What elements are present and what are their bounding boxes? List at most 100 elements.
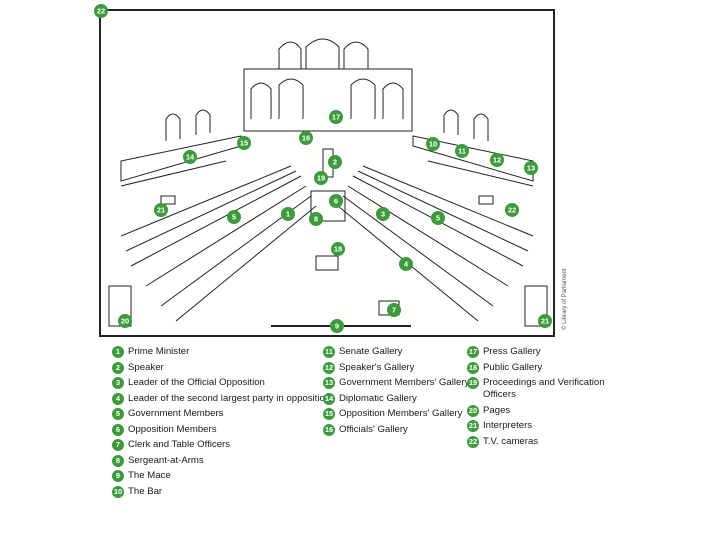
diagram-marker: 7 bbox=[387, 303, 401, 317]
legend-label: Prime Minister bbox=[128, 346, 190, 357]
arch-window-4 bbox=[382, 82, 404, 119]
diagram-marker: 9 bbox=[330, 319, 344, 333]
legend-label: Press Gallery bbox=[483, 346, 541, 357]
legend-number-badge: 7 bbox=[112, 439, 124, 451]
legend-item: 4 Leader of the second largest party in o… bbox=[112, 392, 331, 405]
gothic-arch-right bbox=[343, 41, 369, 69]
marker-number: 10 bbox=[429, 140, 437, 149]
legend-number-badge: 18 bbox=[467, 361, 479, 374]
diagram-marker: 5 bbox=[227, 210, 241, 224]
legend-number-badge: 21 bbox=[467, 420, 479, 433]
legend-label: The Bar bbox=[128, 485, 163, 497]
legend-label: Leader of the Official Opposition bbox=[128, 377, 265, 388]
diagram-marker: 10 bbox=[426, 137, 440, 151]
diagram-marker: 17 bbox=[329, 110, 343, 124]
marker-number: 7 bbox=[392, 306, 396, 315]
diagram-marker: 14 bbox=[183, 150, 197, 164]
marker-number: 1 bbox=[286, 210, 290, 219]
legend-label: Interpreters bbox=[483, 420, 533, 432]
tv-camera-right bbox=[478, 195, 494, 205]
marker-circle bbox=[376, 207, 390, 221]
legend-label: Government Members' Gallery bbox=[339, 377, 470, 388]
marker-circle bbox=[426, 137, 440, 151]
legend-item: 13 Government Members' Gallery bbox=[323, 377, 474, 389]
legend-label: Speaker's Gallery bbox=[339, 361, 415, 373]
arch-window-1 bbox=[250, 82, 272, 119]
left-gallery-rail bbox=[120, 135, 242, 182]
diagram-marker: 11 bbox=[455, 144, 469, 158]
legend-number-badge: 20 bbox=[467, 404, 479, 417]
marker-circle bbox=[118, 314, 132, 328]
marker-number: 8 bbox=[314, 215, 318, 224]
marker-circle bbox=[387, 303, 401, 317]
marker-number: 21 bbox=[541, 317, 549, 326]
legend-number-badge: 19 bbox=[467, 377, 479, 389]
marker-number: 17 bbox=[332, 113, 340, 122]
legend-label: Leader of the second largest party in op… bbox=[128, 392, 331, 404]
legend-label: Government Members bbox=[128, 408, 224, 419]
legend-label: Public Gallery bbox=[483, 361, 543, 373]
legend-number-badge: 22 bbox=[467, 435, 479, 448]
arch-window-2 bbox=[278, 78, 304, 119]
proceedings-desk bbox=[315, 255, 339, 271]
legend-label: Senate Gallery bbox=[339, 346, 403, 357]
public-gallery-wall bbox=[243, 68, 413, 132]
right-gallery-rail bbox=[412, 135, 534, 182]
legend-label: The Mace bbox=[128, 470, 171, 481]
marker-number: 5 bbox=[232, 213, 236, 222]
legend-number-badge: 3 bbox=[112, 377, 124, 389]
legend-item: 1 Prime Minister bbox=[112, 346, 330, 358]
diagram-marker: 1 bbox=[281, 207, 295, 221]
marker-circle bbox=[154, 203, 168, 217]
marker-number: 5 bbox=[436, 214, 440, 223]
marker-number: 22 bbox=[97, 7, 105, 16]
marker-number: 20 bbox=[121, 317, 129, 326]
diagram-marker: 12 bbox=[490, 153, 504, 167]
legend-number-badge: 13 bbox=[323, 377, 335, 389]
marker-circle bbox=[227, 210, 241, 224]
legend-item: 5 Government Members bbox=[112, 408, 330, 420]
arch-window-3 bbox=[350, 78, 376, 119]
marker-circle bbox=[331, 242, 345, 256]
marker-circle bbox=[314, 171, 328, 185]
marker-circle bbox=[94, 4, 108, 18]
marker-number: 12 bbox=[493, 156, 501, 165]
diagram-marker: 8 bbox=[309, 212, 323, 226]
legend-label: Diplomatic Gallery bbox=[339, 392, 417, 404]
marker-number: 21 bbox=[157, 206, 165, 215]
legend-label: Opposition Members bbox=[128, 423, 217, 435]
left-benches bbox=[120, 165, 317, 322]
gothic-arch-left bbox=[278, 41, 302, 69]
marker-circle bbox=[490, 153, 504, 167]
diagram-marker: 22 bbox=[94, 4, 108, 18]
diagram-marker: 4 bbox=[399, 257, 413, 271]
legend-number-badge: 1 bbox=[112, 346, 124, 358]
legend-number-badge: 4 bbox=[112, 392, 124, 405]
marker-circle bbox=[183, 150, 197, 164]
legend-number-badge: 5 bbox=[112, 408, 124, 420]
credit-line: © Library of Parliament bbox=[562, 268, 568, 330]
interpreter-booth-left bbox=[108, 285, 132, 327]
marker-circle bbox=[299, 131, 313, 145]
gothic-arch-center bbox=[305, 38, 340, 69]
marker-number: 4 bbox=[404, 260, 409, 269]
tv-camera-left bbox=[160, 195, 176, 205]
marker-number: 15 bbox=[240, 139, 248, 148]
marker-circle bbox=[328, 155, 342, 169]
